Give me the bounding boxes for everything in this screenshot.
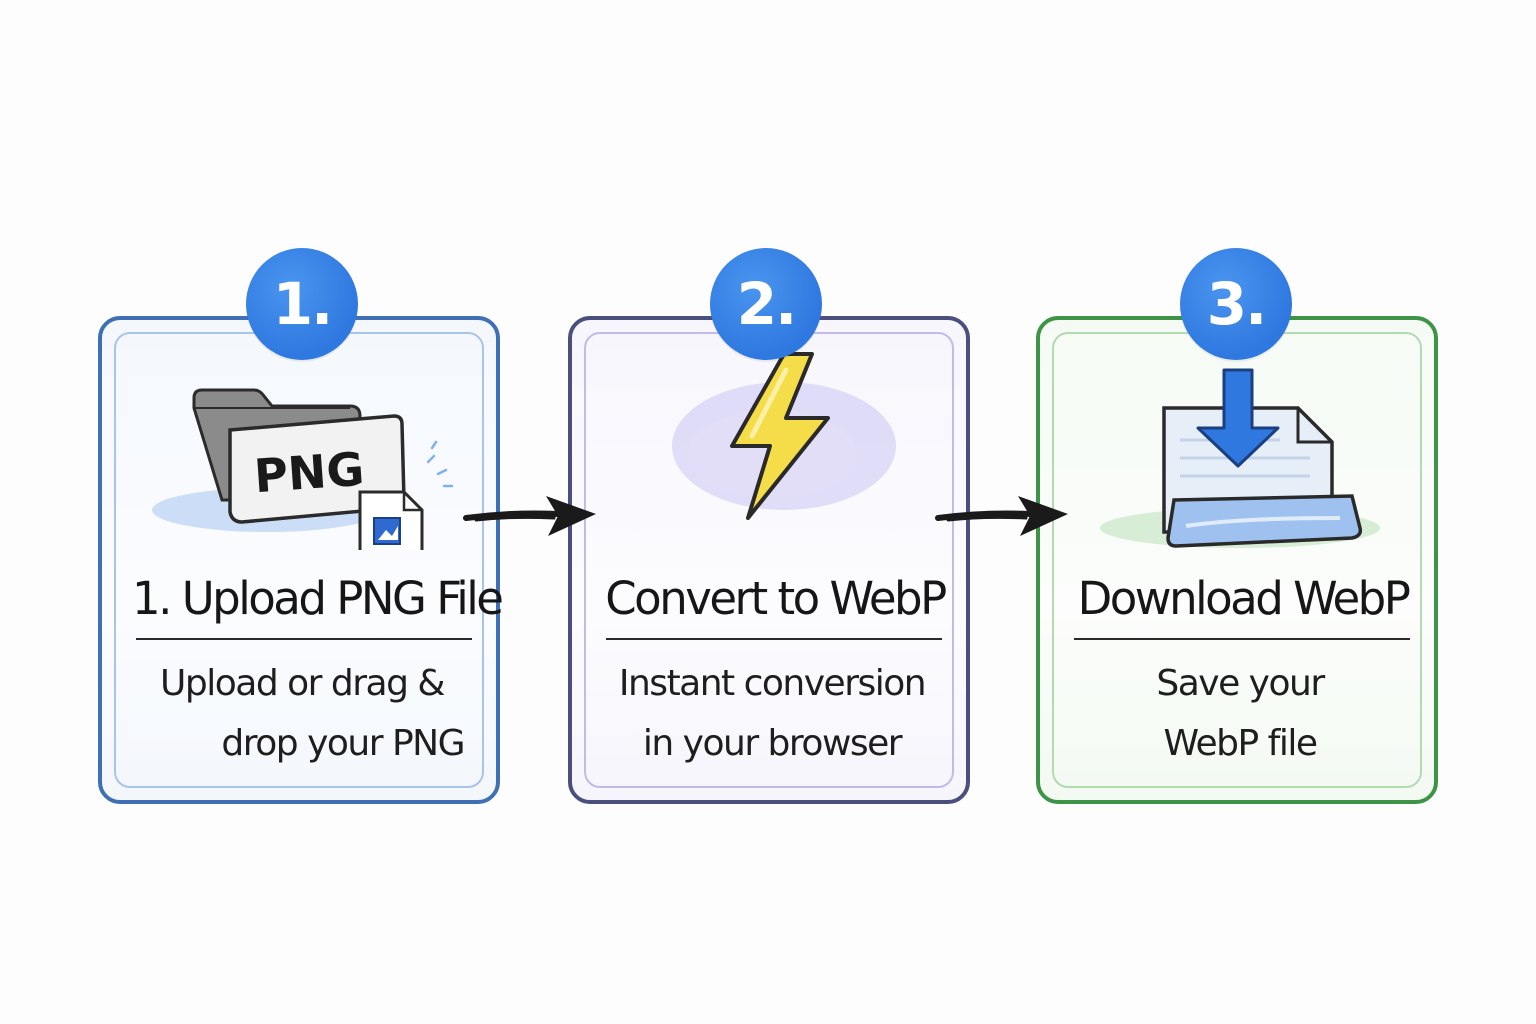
step-card-upload: PNG 1. Upload PNG File Upload or drag & … — [98, 316, 504, 804]
description-line: Upload or drag & — [160, 663, 445, 704]
step-card-download: Download WebP Save your WebP file — [1036, 316, 1438, 804]
title-divider — [1074, 638, 1410, 640]
lightning-bolt-icon — [572, 350, 966, 550]
download-tray-icon — [1040, 350, 1434, 550]
step-description: Instant conversion in your browser — [602, 654, 942, 774]
description-line: Instant conversion — [618, 663, 927, 704]
description-line: drop your PNG — [221, 723, 465, 764]
step-card-convert: Convert to WebP Instant conversion in yo… — [568, 316, 970, 804]
step-title: Download WebP — [1077, 572, 1411, 625]
step-number-badge: 2. — [710, 248, 822, 360]
step-number-badge: 3. — [1180, 248, 1292, 360]
description-line: Save your — [1156, 663, 1325, 704]
step-description: Upload or drag & drop your PNG — [132, 654, 472, 774]
title-divider — [606, 638, 942, 640]
step-number-badge: 1. — [246, 248, 358, 360]
step-title: Convert to WebP — [605, 572, 947, 625]
step-description: Save your WebP file — [1070, 654, 1410, 774]
file-type-label: PNG — [252, 442, 365, 504]
description-line: WebP file — [1163, 723, 1318, 764]
folder-png-icon: PNG — [102, 350, 496, 550]
title-divider — [136, 638, 472, 640]
arrow-right-icon — [935, 496, 1068, 536]
description-line: in your browser — [642, 723, 903, 764]
step-title: 1. Upload PNG File — [132, 572, 504, 625]
arrow-right-icon — [463, 496, 596, 536]
